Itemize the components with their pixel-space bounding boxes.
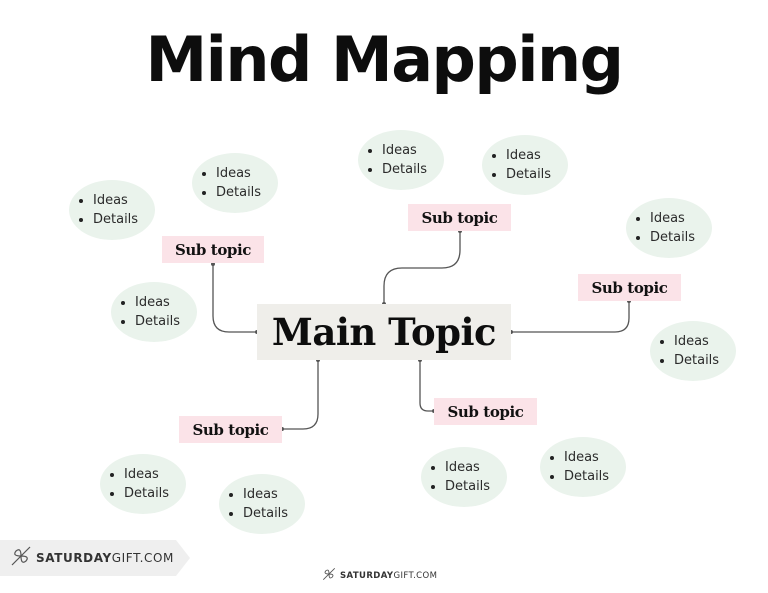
bubble-item: Ideas — [368, 141, 444, 160]
bubble-item: Details — [636, 228, 712, 247]
bubble-item: Details — [229, 504, 305, 523]
bubble-item: Ideas — [79, 191, 155, 210]
brand-bold: SATURDAY — [36, 551, 112, 565]
sub-topic-bottom-left[interactable]: Sub topic — [179, 416, 282, 443]
bubble-item: Details — [79, 210, 155, 229]
bubble-item: Ideas — [202, 164, 278, 183]
brand-light: GIFT.COM — [393, 570, 438, 581]
brand-banner[interactable]: SATURDAYGIFT.COM — [0, 540, 190, 576]
idea-bubble[interactable]: Ideas Details — [69, 180, 155, 240]
sub-topic-top-left[interactable]: Sub topic — [162, 236, 264, 263]
brand-light: GIFT.COM — [111, 551, 174, 565]
bubble-item: Details — [492, 165, 568, 184]
idea-bubble[interactable]: Ideas Details — [650, 321, 736, 381]
page-title: Mind Mapping — [145, 23, 624, 96]
bubble-item: Details — [660, 351, 736, 370]
idea-bubble[interactable]: Ideas Details — [626, 198, 712, 258]
bubble-item: Details — [431, 477, 507, 496]
brand-name: SATURDAYGIFT.COM — [36, 551, 174, 565]
idea-bubble[interactable]: Ideas Details — [540, 437, 626, 497]
idea-bubble[interactable]: Ideas Details — [219, 474, 305, 534]
bubble-item: Details — [121, 312, 197, 331]
idea-bubble[interactable]: Ideas Details — [482, 135, 568, 195]
bubble-item: Ideas — [431, 458, 507, 477]
brand-footer[interactable]: SATURDAYGIFT.COM — [322, 566, 437, 585]
idea-bubble[interactable]: Ideas Details — [192, 153, 278, 213]
bubble-item: Ideas — [636, 209, 712, 228]
bubble-item: Details — [110, 484, 186, 503]
sub-topic-bottom-center[interactable]: Sub topic — [434, 398, 537, 425]
sub-topic-right[interactable]: Sub topic — [578, 274, 681, 301]
idea-bubble[interactable]: Ideas Details — [100, 454, 186, 514]
bubble-item: Ideas — [660, 332, 736, 351]
idea-bubble[interactable]: Ideas Details — [358, 130, 444, 190]
bubble-item: Ideas — [110, 465, 186, 484]
bubble-item: Ideas — [229, 485, 305, 504]
bubble-item: Details — [368, 160, 444, 179]
gift-bow-icon — [322, 566, 336, 585]
main-topic[interactable]: Main Topic — [257, 304, 511, 360]
bubble-item: Ideas — [550, 448, 626, 467]
bubble-item: Details — [202, 183, 278, 202]
bubble-item: Details — [550, 467, 626, 486]
gift-bow-icon — [10, 545, 32, 571]
bubble-item: Ideas — [121, 293, 197, 312]
idea-bubble[interactable]: Ideas Details — [421, 447, 507, 507]
idea-bubble[interactable]: Ideas Details — [111, 282, 197, 342]
brand-bold: SATURDAY — [340, 570, 394, 581]
sub-topic-top-center[interactable]: Sub topic — [408, 204, 511, 231]
brand-name: SATURDAYGIFT.COM — [340, 571, 437, 581]
bubble-item: Ideas — [492, 146, 568, 165]
